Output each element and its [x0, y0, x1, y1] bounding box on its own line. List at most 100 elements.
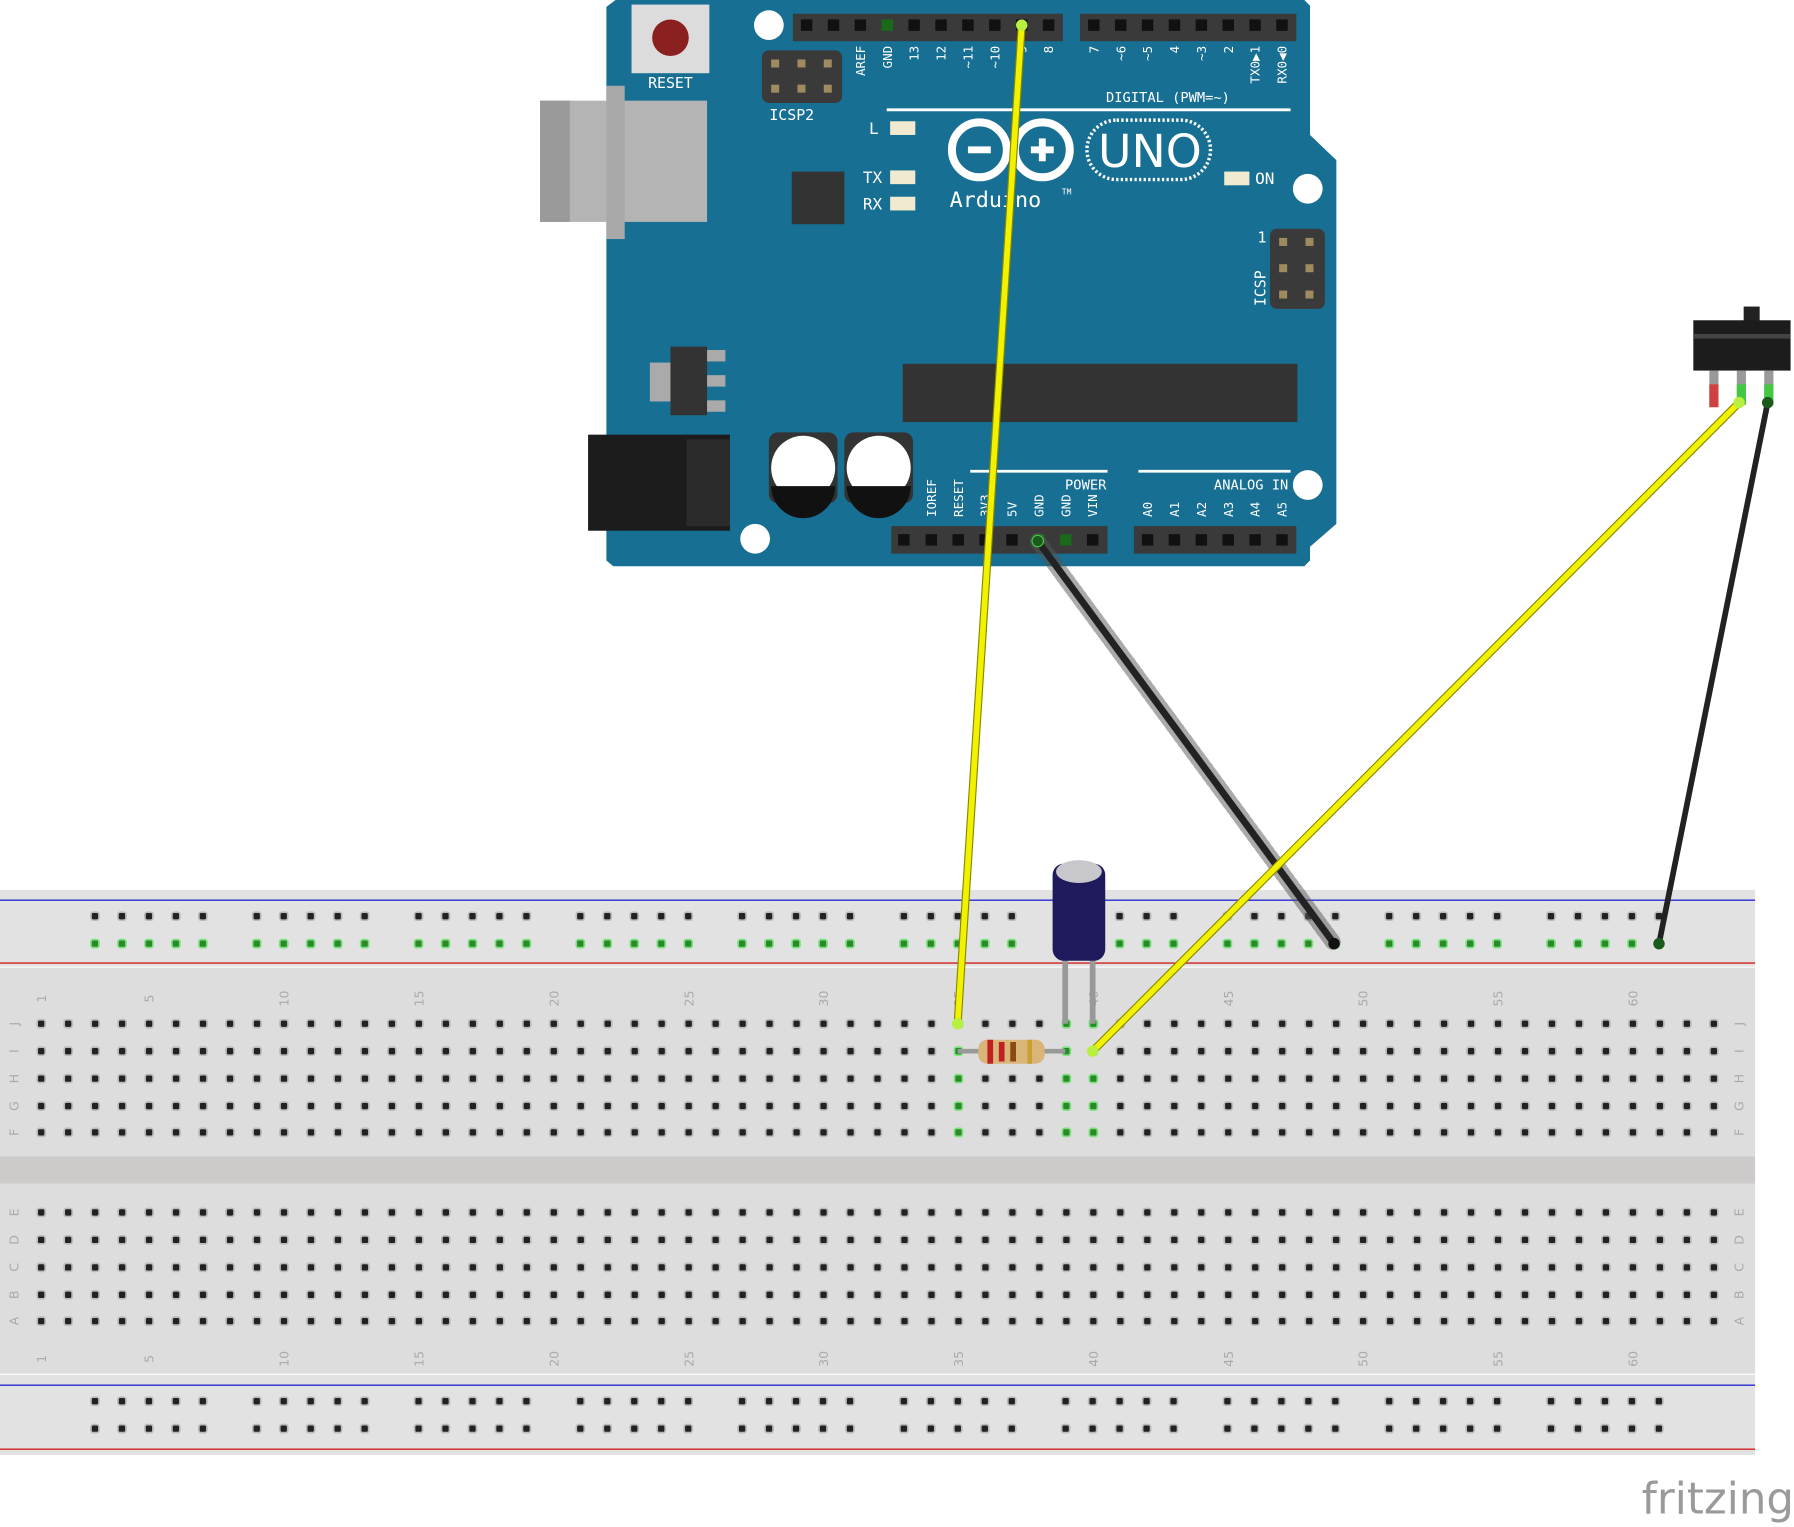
- breadboard-hole[interactable]: [818, 1289, 829, 1300]
- breadboard-hole[interactable]: [1007, 1207, 1018, 1218]
- breadboard-hole[interactable]: [683, 1101, 694, 1111]
- breadboard-hole[interactable]: [899, 1101, 910, 1111]
- breadboard-hole[interactable]: [494, 1207, 505, 1218]
- breadboard-hole[interactable]: [1412, 1262, 1422, 1273]
- resistor[interactable]: [957, 1039, 1066, 1064]
- breadboard-hole[interactable]: [899, 1046, 910, 1057]
- breadboard-hole[interactable]: [1169, 1073, 1180, 1084]
- breadboard-hole[interactable]: [414, 1262, 424, 1273]
- breadboard-hole[interactable]: [1034, 1207, 1045, 1218]
- breadboard-hole[interactable]: [144, 1101, 154, 1111]
- breadboard-hole[interactable]: [1196, 1289, 1207, 1300]
- breadboard-hole[interactable]: [899, 1207, 910, 1218]
- breadboard-hole[interactable]: [575, 1127, 586, 1138]
- rail-hole[interactable]: [1276, 1423, 1287, 1434]
- breadboard-hole[interactable]: [1115, 1101, 1126, 1111]
- breadboard-hole[interactable]: [225, 1018, 235, 1029]
- breadboard-hole[interactable]: [1520, 1235, 1530, 1245]
- rail-hole[interactable]: [1006, 938, 1017, 949]
- breadboard-hole[interactable]: [414, 1046, 424, 1057]
- rail-hole[interactable]: [979, 911, 990, 922]
- breadboard-hole[interactable]: [872, 1235, 883, 1245]
- rail-hole[interactable]: [1276, 938, 1287, 949]
- breadboard-hole[interactable]: [1655, 1018, 1665, 1029]
- breadboard-hole[interactable]: [521, 1101, 532, 1111]
- breadboard-hole[interactable]: [926, 1316, 937, 1326]
- rail-hole[interactable]: [899, 1423, 909, 1434]
- rail-hole[interactable]: [656, 911, 667, 922]
- breadboard-hole[interactable]: [306, 1073, 316, 1084]
- rail-hole[interactable]: [1411, 1396, 1422, 1407]
- wire-breadboard-to-switch[interactable]: [1089, 399, 1742, 1055]
- breadboard-hole[interactable]: [1574, 1018, 1584, 1029]
- breadboard-hole[interactable]: [441, 1127, 451, 1138]
- breadboard-hole[interactable]: [1331, 1262, 1342, 1273]
- breadboard-hole[interactable]: [845, 1127, 856, 1138]
- breadboard-hole[interactable]: [387, 1316, 397, 1326]
- breadboard-hole[interactable]: [899, 1289, 910, 1300]
- rail-hole[interactable]: [521, 938, 532, 949]
- breadboard-hole[interactable]: [441, 1235, 451, 1245]
- breadboard-hole[interactable]: [387, 1073, 397, 1084]
- breadboard-hole[interactable]: [1223, 1235, 1234, 1245]
- rail-hole[interactable]: [278, 911, 289, 922]
- breadboard-hole[interactable]: [1385, 1316, 1395, 1326]
- breadboard-hole[interactable]: [333, 1207, 343, 1218]
- breadboard-hole[interactable]: [1358, 1018, 1369, 1029]
- breadboard-hole[interactable]: [548, 1073, 559, 1084]
- header-pin[interactable]: [1060, 534, 1072, 546]
- rail-hole[interactable]: [171, 938, 181, 949]
- rail-hole[interactable]: [144, 938, 154, 949]
- breadboard-hole[interactable]: [225, 1101, 235, 1111]
- rail-hole[interactable]: [1249, 1396, 1260, 1407]
- breadboard-hole[interactable]: [1223, 1262, 1234, 1273]
- rail-hole[interactable]: [1168, 1396, 1179, 1407]
- breadboard-hole[interactable]: [1304, 1316, 1315, 1326]
- rail-hole[interactable]: [251, 1396, 262, 1407]
- rail-hole[interactable]: [818, 938, 828, 949]
- breadboard-hole[interactable]: [279, 1207, 289, 1218]
- breadboard-hole[interactable]: [1223, 1207, 1234, 1218]
- breadboard-hole[interactable]: [279, 1235, 289, 1245]
- breadboard-hole[interactable]: [252, 1101, 262, 1111]
- breadboard-hole[interactable]: [764, 1073, 775, 1084]
- breadboard-hole[interactable]: [63, 1207, 74, 1218]
- breadboard-hole[interactable]: [1304, 1101, 1315, 1111]
- rail-hole[interactable]: [1168, 938, 1179, 949]
- breadboard-hole[interactable]: [548, 1101, 559, 1111]
- breadboard-hole[interactable]: [629, 1289, 640, 1300]
- breadboard-hole[interactable]: [1439, 1101, 1449, 1111]
- breadboard-hole[interactable]: [602, 1207, 613, 1218]
- breadboard-hole[interactable]: [899, 1316, 910, 1326]
- breadboard-hole[interactable]: [1169, 1235, 1180, 1245]
- breadboard-hole[interactable]: [1304, 1289, 1315, 1300]
- breadboard-hole[interactable]: [926, 1207, 937, 1218]
- rail-hole[interactable]: [845, 1396, 855, 1407]
- breadboard-hole[interactable]: [656, 1207, 667, 1218]
- breadboard-hole[interactable]: [1547, 1262, 1557, 1273]
- breadboard-hole[interactable]: [1088, 1101, 1099, 1111]
- rail-hole[interactable]: [467, 1423, 478, 1434]
- rail-hole[interactable]: [1141, 1396, 1152, 1407]
- rail-hole[interactable]: [332, 938, 343, 949]
- rail-hole[interactable]: [1303, 938, 1314, 949]
- rail-hole[interactable]: [1114, 1396, 1125, 1407]
- rail-hole[interactable]: [305, 1423, 316, 1434]
- breadboard-hole[interactable]: [1358, 1289, 1369, 1300]
- breadboard-hole[interactable]: [926, 1289, 937, 1300]
- header-pin[interactable]: [925, 534, 938, 546]
- breadboard-hole[interactable]: [629, 1235, 640, 1245]
- breadboard-hole[interactable]: [791, 1046, 802, 1057]
- breadboard-hole[interactable]: [953, 1101, 964, 1111]
- breadboard-hole[interactable]: [90, 1101, 101, 1111]
- breadboard-hole[interactable]: [791, 1018, 802, 1029]
- breadboard-hole[interactable]: [1547, 1018, 1557, 1029]
- breadboard-hole[interactable]: [387, 1046, 397, 1057]
- breadboard-hole[interactable]: [1007, 1073, 1018, 1084]
- breadboard-hole[interactable]: [845, 1101, 856, 1111]
- breadboard-hole[interactable]: [1304, 1262, 1315, 1273]
- rail-hole[interactable]: [737, 911, 747, 922]
- breadboard-hole[interactable]: [602, 1046, 613, 1057]
- header-pin[interactable]: [1114, 19, 1127, 31]
- breadboard-hole[interactable]: [656, 1262, 667, 1273]
